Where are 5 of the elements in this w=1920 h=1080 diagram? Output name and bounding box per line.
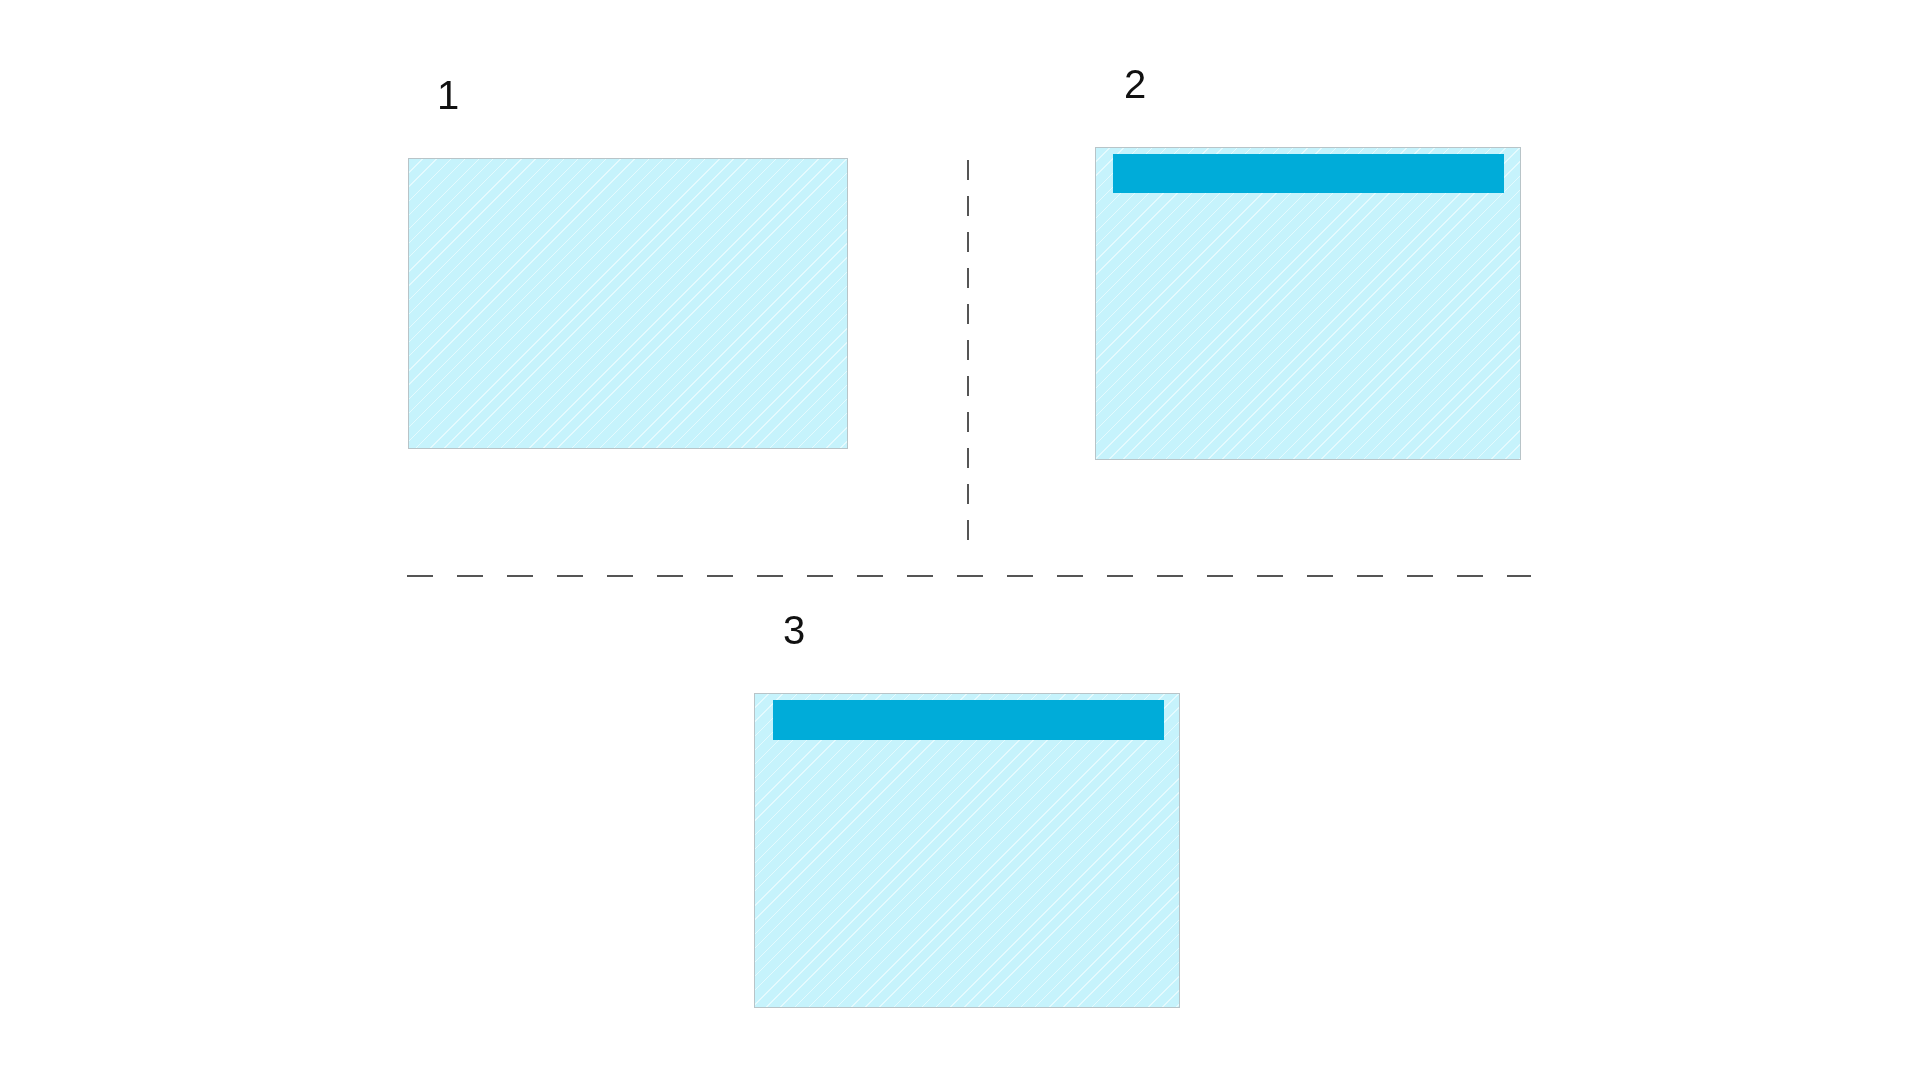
header-bar [773,700,1164,740]
callout-number: 3 [783,610,806,650]
callout-number: 2 [1124,64,1147,104]
header-bar [1113,154,1504,193]
callout-number: 1 [437,75,460,115]
